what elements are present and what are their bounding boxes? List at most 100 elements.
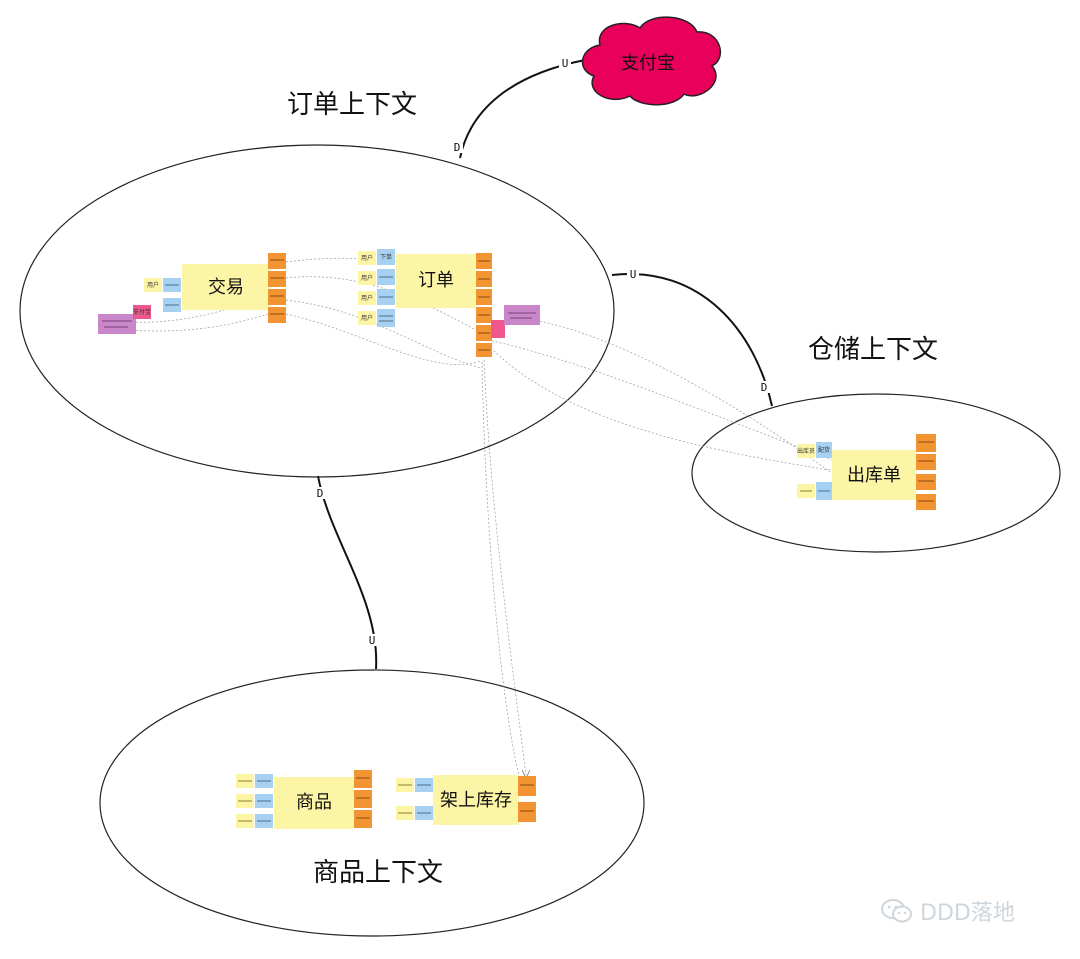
command-sticky-place-order xyxy=(377,249,395,265)
actor-sticky xyxy=(144,278,162,292)
trade-aggregate-group: 支付宝 用户 交易 xyxy=(98,253,286,334)
upstream-mark-alipay: U xyxy=(562,57,569,70)
wechat-icon xyxy=(881,899,912,923)
event-text-line xyxy=(918,480,934,482)
actor-sticky xyxy=(358,291,376,305)
actor-text-line xyxy=(238,780,252,782)
command-text-line xyxy=(379,315,393,317)
warehouse-context-boundary xyxy=(691,393,1061,553)
product-aggregate-label: 商品 xyxy=(296,792,332,813)
downstream-mark-bg xyxy=(758,381,770,393)
event-text-line xyxy=(356,817,370,819)
watermark-text: DDD落地 xyxy=(920,901,1015,926)
outbound-aggregate-label: 出库单 xyxy=(847,465,901,486)
product-aggregate-sticky xyxy=(274,777,354,829)
downstream-mark-bg xyxy=(451,141,463,153)
warehouse-context-title: 仓储上下文 xyxy=(808,335,938,365)
alipay-external-label: 支付宝 xyxy=(133,308,151,316)
policy-sticky xyxy=(98,314,136,334)
trade-aggregate-sticky xyxy=(182,264,270,310)
order-aggregate-group: 用户 用户 用户 用户 下单 订单 xyxy=(358,249,540,357)
event-text-line xyxy=(478,349,490,351)
policy-text-line xyxy=(510,317,532,319)
actor-text-line xyxy=(398,784,412,786)
alipay-external-sticky xyxy=(133,305,151,319)
event-text-line xyxy=(478,278,490,280)
product-context-title: 商品上下文 xyxy=(313,858,443,888)
downstream-mark-order-product: D xyxy=(317,487,324,500)
alipay-label: 支付宝 xyxy=(621,53,675,74)
event-text-line xyxy=(478,314,490,316)
actor-text-line xyxy=(398,812,412,814)
command-text-line xyxy=(379,320,393,322)
actor-sticky xyxy=(358,311,376,325)
order-aggregate-label: 订单 xyxy=(418,270,454,291)
event-text-line xyxy=(356,777,370,779)
order-context-boundary xyxy=(19,144,615,478)
product-aggregate-group: 商品 xyxy=(236,770,372,829)
event-flow-lines xyxy=(127,257,833,781)
order-warehouse-relation-line xyxy=(611,272,773,407)
order-actor-label: 用户 xyxy=(361,294,373,302)
event-text-line xyxy=(918,500,934,502)
order-command-label: 下单 xyxy=(380,253,392,261)
product-context-boundary xyxy=(99,669,645,937)
trade-actor-label: 用户 xyxy=(147,281,159,289)
policy-sticky xyxy=(504,305,540,325)
shelf-stock-aggregate-sticky xyxy=(433,775,519,825)
downstream-mark-bg xyxy=(314,487,326,499)
watermark: DDD落地 xyxy=(880,895,1015,927)
command-text-line xyxy=(379,296,393,298)
event-text-line xyxy=(918,460,934,462)
actor-sticky xyxy=(797,444,815,458)
actor-text-line xyxy=(238,800,252,802)
command-text-line xyxy=(417,812,431,814)
event-text-line xyxy=(478,332,490,334)
order-actor-label: 用户 xyxy=(361,314,373,322)
event-text-line xyxy=(478,260,490,262)
policy-text-line xyxy=(102,320,132,322)
shelf-stock-aggregate-group: 架上库存 xyxy=(396,775,536,825)
shelf-stock-aggregate-label: 架上库存 xyxy=(440,790,512,811)
command-text-line xyxy=(257,780,271,782)
order-actor-label: 用户 xyxy=(361,274,373,282)
upstream-mark-product: U xyxy=(369,634,376,647)
event-text-line xyxy=(520,810,534,812)
command-sticky-confirm-receipt xyxy=(377,309,395,327)
actor-text-line xyxy=(238,820,252,822)
command-sticky-allocate xyxy=(816,442,832,458)
actor-sticky xyxy=(358,271,376,285)
downstream-mark-warehouse: D xyxy=(761,381,768,394)
event-text-line xyxy=(270,259,284,261)
outbound-aggregate-group: 出库员 配货 出库单 xyxy=(797,434,936,510)
command-text-line xyxy=(257,820,271,822)
outbound-actor-label: 出库员 xyxy=(797,447,815,455)
outbound-aggregate-sticky xyxy=(832,450,916,500)
policy-text-line xyxy=(104,326,128,328)
downstream-mark-order-alipay: D xyxy=(454,141,461,154)
order-actor-label: 用户 xyxy=(361,254,373,262)
event-text-line xyxy=(270,277,284,279)
order-context-title: 订单上下文 xyxy=(287,90,417,120)
upstream-mark-bg xyxy=(627,268,639,280)
upstream-mark-bg xyxy=(366,634,378,646)
event-text-line xyxy=(270,313,284,315)
alipay-cloud: 支付宝 xyxy=(581,16,722,106)
event-text-line xyxy=(918,441,934,443)
event-text-line xyxy=(520,784,534,786)
trade-aggregate-label: 交易 xyxy=(208,277,244,298)
policy-text-line xyxy=(508,312,536,314)
event-text-line xyxy=(270,295,284,297)
alipay-order-relation-line xyxy=(459,59,586,159)
actor-text-line xyxy=(800,490,812,492)
event-text-line xyxy=(478,296,490,298)
command-text-line xyxy=(379,276,393,278)
command-text-line xyxy=(165,284,179,286)
actor-sticky xyxy=(358,251,376,265)
order-aggregate-sticky xyxy=(396,254,476,308)
command-text-line xyxy=(165,304,179,306)
event-text-line xyxy=(356,797,370,799)
upstream-mark-bg xyxy=(559,57,571,69)
